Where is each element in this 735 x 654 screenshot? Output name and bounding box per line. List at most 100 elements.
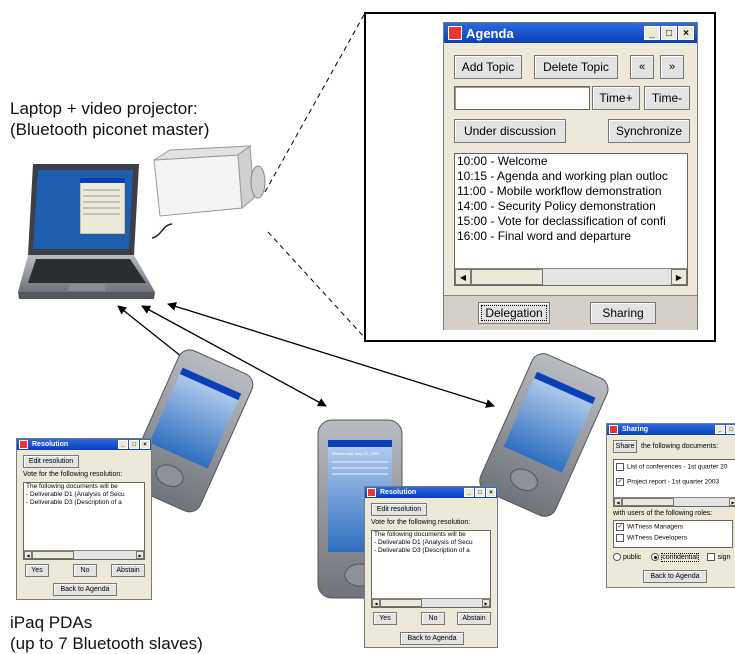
public-label: public <box>623 553 642 561</box>
sharing-titlebar: Sharing _ □ <box>607 424 735 435</box>
scroll-thumb[interactable] <box>380 599 422 607</box>
resolution-titlebar: Resolution _ □ × <box>17 439 151 450</box>
signed-checkbox[interactable] <box>706 553 715 561</box>
yes-button[interactable]: Yes <box>25 564 49 577</box>
list-item[interactable]: 11:00 - Mobile workflow demonstration <box>457 184 662 198</box>
add-topic-button[interactable]: Add Topic <box>454 55 522 79</box>
pda-left-illustration <box>125 349 254 513</box>
checkbox[interactable] <box>616 533 624 542</box>
synchronize-button[interactable]: Synchronize <box>608 119 690 143</box>
roles-list[interactable]: ✓WiTness Managers WiTness Developers <box>613 520 733 548</box>
list-item[interactable]: 16:00 - Final word and departure <box>457 229 632 243</box>
list-item[interactable]: 10:15 - Agenda and working plan outloc <box>457 169 668 183</box>
no-button[interactable]: No <box>73 564 97 577</box>
prev-button[interactable]: « <box>630 55 654 79</box>
list-item[interactable]: The following documents will be <box>374 531 466 538</box>
agenda-window: Agenda _ □ × Add Topic Delete Topic « » … <box>443 22 698 330</box>
close-icon[interactable]: × <box>486 488 496 497</box>
scroll-left-icon[interactable]: ◀ <box>455 269 471 285</box>
back-to-agenda-button[interactable]: Back to Agenda <box>400 632 464 645</box>
list-item[interactable]: 14:00 - Security Policy demonstration <box>457 199 656 213</box>
list-item[interactable]: - Deliverable D3 (Description of a <box>374 547 470 554</box>
role-item-label: WiTness Developers <box>627 534 687 542</box>
minimize-icon[interactable]: _ <box>464 488 474 497</box>
resolution-list[interactable]: The following documents will be - Delive… <box>371 530 491 608</box>
delete-topic-button[interactable]: Delete Topic <box>534 55 618 79</box>
scroll-thumb[interactable] <box>32 551 74 559</box>
agenda-titlebar: Agenda _ □ × <box>444 23 697 43</box>
role-item[interactable]: WiTness Developers <box>614 533 732 543</box>
share-button[interactable]: Share <box>613 440 637 453</box>
close-icon[interactable]: × <box>140 440 150 449</box>
delegation-button[interactable]: Delegation <box>478 302 550 324</box>
resolution-window-left: Resolution _ □ × Edit resolution Vote fo… <box>16 438 152 600</box>
scroll-left-icon[interactable]: ◀ <box>24 551 32 559</box>
scroll-thumb[interactable] <box>471 269 543 285</box>
confidential-label: confidential <box>661 552 699 562</box>
scroll-right-icon[interactable]: ▶ <box>482 599 490 607</box>
minimize-icon[interactable]: _ <box>644 26 660 40</box>
maximize-icon[interactable]: □ <box>661 26 677 40</box>
minimize-icon[interactable]: _ <box>118 440 128 449</box>
under-discussion-button[interactable]: Under discussion <box>454 119 566 143</box>
resolution-hscrollbar[interactable]: ◀ ▶ <box>372 598 490 607</box>
back-to-agenda-button[interactable]: Back to Agenda <box>53 583 117 596</box>
arrow-laptop-pda-right <box>167 302 495 408</box>
sharing-button[interactable]: Sharing <box>590 302 656 324</box>
back-to-agenda-button[interactable]: Back to Agenda <box>643 570 707 583</box>
scroll-right-icon[interactable]: ▶ <box>136 551 144 559</box>
maximize-icon[interactable]: □ <box>726 425 735 434</box>
doc-item[interactable]: ✓Project report - 1st quarter 2003 <box>614 477 735 487</box>
time-input[interactable] <box>454 86 590 110</box>
maximize-icon[interactable]: □ <box>129 440 139 449</box>
resolution-title: Resolution <box>380 489 417 496</box>
edit-resolution-button[interactable]: Edit resolution <box>371 503 427 516</box>
minimize-icon[interactable]: _ <box>715 425 725 434</box>
maximize-icon[interactable]: □ <box>475 488 485 497</box>
projector-illustration <box>153 145 266 217</box>
window-controls: _ □ × <box>117 440 150 449</box>
radio-confidential[interactable] <box>651 553 660 561</box>
close-icon[interactable]: × <box>678 26 694 40</box>
pdas-caption-line1: iPaq PDAs <box>10 613 93 632</box>
pdas-caption-line2: (up to 7 Bluetooth slaves) <box>10 634 203 653</box>
list-item[interactable]: 15:00 - Vote for declassification of con… <box>457 214 666 228</box>
agenda-list[interactable]: 10:00 - Welcome 10:15 - Agenda and worki… <box>454 153 688 286</box>
checkbox[interactable]: ✓ <box>616 477 624 486</box>
app-icon <box>19 440 28 449</box>
list-item[interactable]: The following documents will be <box>26 483 118 490</box>
doc-item[interactable]: List of conferences - 1st quarter 20 <box>614 463 735 472</box>
docs-list[interactable]: List of conferences - 1st quarter 20 ✓Pr… <box>613 459 735 507</box>
resolution-list[interactable]: The following documents will be - Delive… <box>23 482 145 560</box>
scroll-left-icon[interactable]: ◀ <box>372 599 380 607</box>
abstain-button[interactable]: Abstain <box>457 612 491 625</box>
callout-line-bottom <box>267 231 366 339</box>
list-item[interactable]: - Deliverable D1 (Analysis of Secu <box>374 539 473 546</box>
scroll-right-icon[interactable]: ▶ <box>671 269 687 285</box>
agenda-hscrollbar[interactable]: ◀ ▶ <box>455 268 687 285</box>
resolution-hscrollbar[interactable]: ◀ ▶ <box>24 550 144 559</box>
agenda-title: Agenda <box>466 25 514 41</box>
list-item[interactable]: - Deliverable D3 (Description of a <box>26 499 122 506</box>
time-minus-button[interactable]: Time- <box>644 86 690 110</box>
docs-label: the following documents: <box>641 443 719 450</box>
yes-button[interactable]: Yes <box>373 612 397 625</box>
next-button[interactable]: » <box>660 55 684 79</box>
role-item[interactable]: ✓WiTness Managers <box>614 523 732 532</box>
time-plus-button[interactable]: Time+ <box>592 86 640 110</box>
doc-item-label: Project report - 1st quarter 2003 <box>627 478 720 486</box>
abstain-button[interactable]: Abstain <box>111 564 145 577</box>
radio-public[interactable] <box>613 553 621 561</box>
checkbox[interactable] <box>616 463 624 471</box>
pda-date: Wednesday, May 21, 2003 <box>332 451 380 456</box>
docs-hscrollbar[interactable]: ◀ ▶ <box>614 497 735 506</box>
checkbox[interactable]: ✓ <box>616 523 624 531</box>
edit-resolution-button[interactable]: Edit resolution <box>23 455 79 468</box>
list-item[interactable]: 10:00 - Welcome <box>457 154 548 168</box>
list-item[interactable]: - Deliverable D1 (Analysis of Secu <box>26 491 125 498</box>
no-button[interactable]: No <box>421 612 445 625</box>
scroll-right-icon[interactable]: ▶ <box>729 498 735 506</box>
scroll-left-icon[interactable]: ◀ <box>614 498 622 506</box>
scroll-thumb[interactable] <box>622 498 674 506</box>
